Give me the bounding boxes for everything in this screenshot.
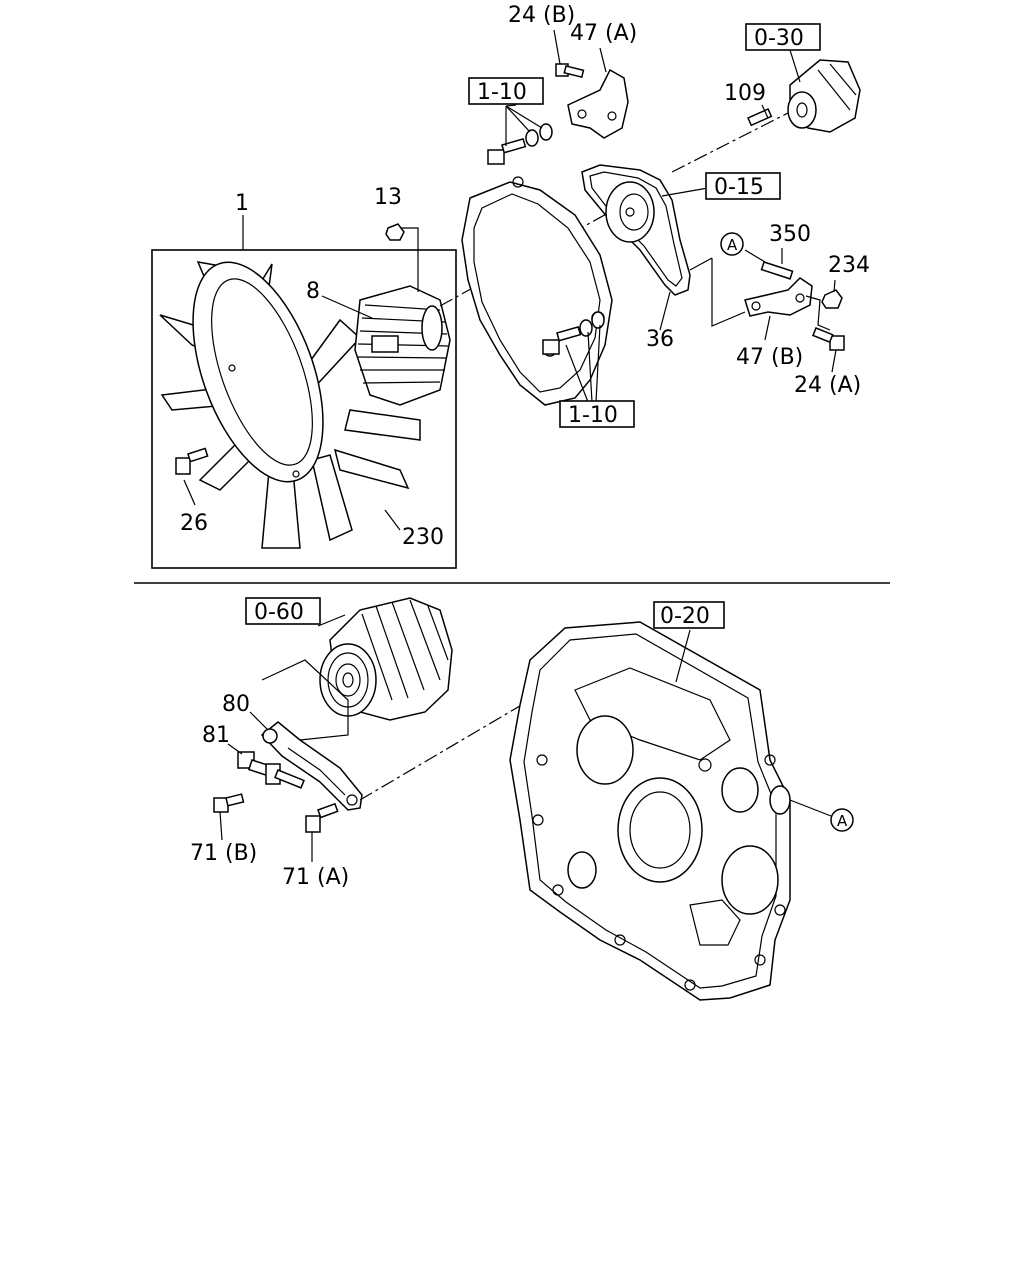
nut-13 (385, 223, 419, 292)
cover-bolts (542, 311, 605, 403)
callout-8: 8 (306, 279, 320, 304)
callout-234: 234 (828, 253, 870, 278)
bolt-24b (553, 29, 585, 79)
bracket-47a (567, 47, 629, 139)
centerline-pump (671, 111, 791, 173)
callout-71b: 71 (B) (190, 841, 257, 866)
callout-26: 26 (180, 511, 208, 536)
fan-assembly-frame (151, 215, 457, 569)
centerline-case (359, 699, 531, 801)
box-0-20 (653, 601, 725, 629)
box-1-10-top (468, 77, 544, 105)
callout-a-top: A (727, 236, 738, 254)
box-0-30 (745, 23, 821, 51)
nut-234 (805, 279, 843, 331)
fan-clutch (321, 285, 451, 406)
callout-1: 1 (235, 191, 249, 216)
callout-0-15: 0-15 (714, 175, 764, 200)
belt-cover (461, 176, 613, 406)
callout-1-10-mid: 1-10 (568, 403, 618, 428)
callout-230: 230 (402, 525, 444, 550)
callout-80: 80 (222, 692, 250, 717)
callout-36: 36 (646, 327, 674, 352)
fan-ring (192, 261, 324, 483)
water-pump (787, 49, 861, 133)
box-0-60 (245, 597, 321, 625)
callout-24b: 24 (B) (508, 3, 575, 28)
callout-0-20: 0-20 (660, 604, 710, 629)
callout-350: 350 (769, 222, 811, 247)
callout-71a: 71 (A) (282, 865, 349, 890)
callout-1-10-top: 1-10 (477, 80, 527, 105)
reference-a-bottom-group (789, 799, 854, 832)
box-1-10-mid (559, 400, 635, 428)
front-case (509, 621, 791, 1001)
callout-13: 13 (374, 185, 402, 210)
callout-a-bottom: A (837, 812, 848, 830)
callout-81: 81 (202, 723, 230, 748)
callout-24a: 24 (A) (794, 373, 861, 398)
bracket-47b (689, 257, 813, 341)
adjust-plate (260, 659, 363, 811)
crank-pulley (605, 181, 709, 243)
bolt-71a (305, 802, 339, 862)
alternator (317, 597, 453, 721)
box-0-15 (705, 172, 781, 200)
reference-a-top (720, 232, 744, 256)
bolt-71b (213, 793, 245, 841)
bolt-81 (237, 751, 305, 789)
bracket-bolts-upper (487, 105, 553, 165)
bolt-26 (175, 447, 209, 506)
callout-47a: 47 (A) (570, 21, 637, 46)
callout-47b: 47 (B) (736, 345, 803, 370)
callout-109: 109 (724, 81, 766, 106)
callout-0-30: 0-30 (754, 26, 804, 51)
stud-109 (747, 104, 773, 127)
bolt-24a (812, 327, 845, 373)
stud-350 (744, 248, 794, 280)
callout-0-60: 0-60 (254, 600, 304, 625)
